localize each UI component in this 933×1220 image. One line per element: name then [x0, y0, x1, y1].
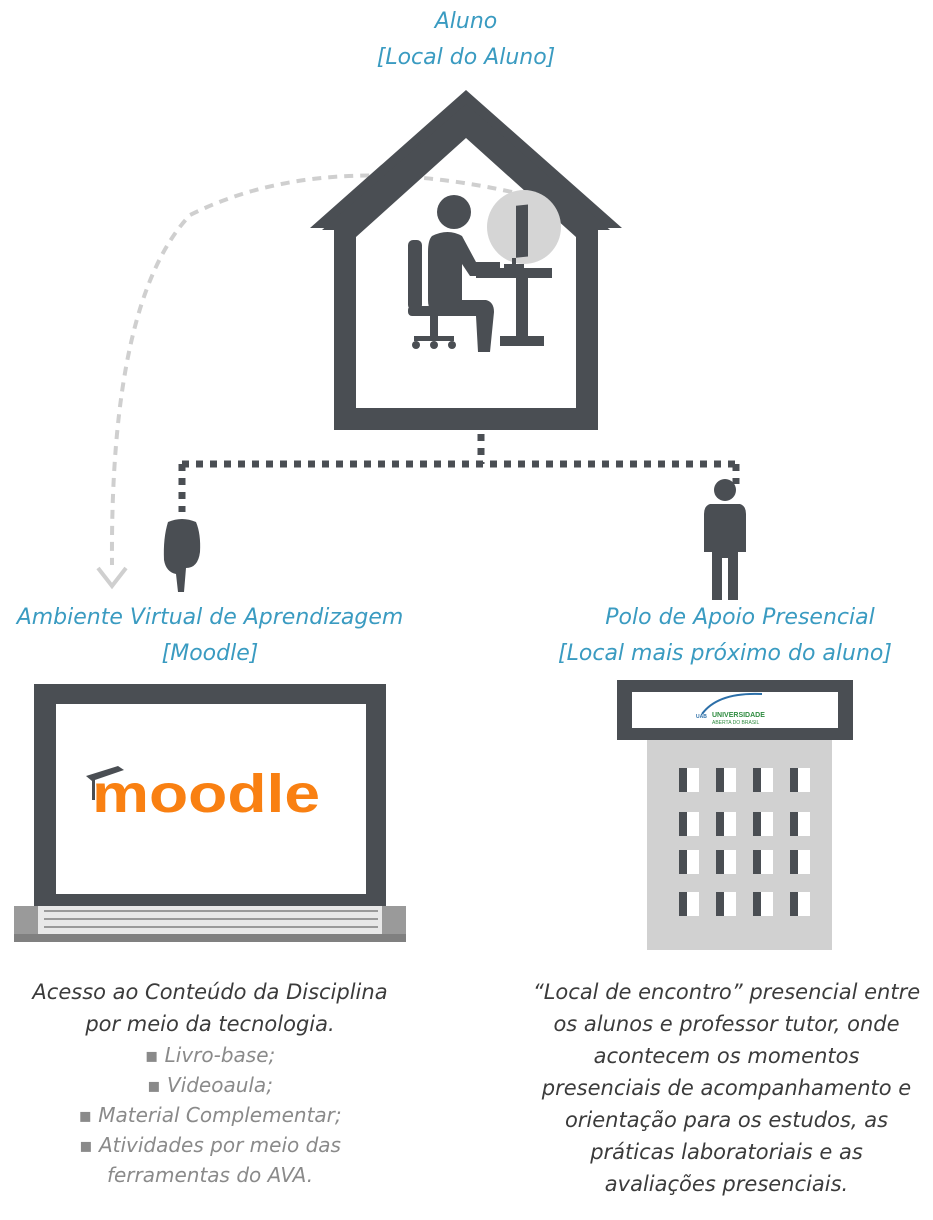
uab-sign-line1: UNIVERSIDADE — [712, 712, 765, 719]
polo-subtitle: [Local mais próximo do aluno] — [558, 641, 892, 666]
polo-description-line: presenciais de acompanhamento e — [541, 1076, 912, 1100]
ava-item: Videoaula; — [0, 1070, 420, 1100]
building-window-shade — [716, 892, 724, 916]
polo-description-line: práticas laboratoriais e as — [590, 1140, 863, 1164]
polo-description: “Local de encontro” presencial entre os … — [520, 976, 933, 1200]
building-window-shade — [790, 850, 798, 874]
laptop-screen — [56, 704, 366, 894]
polo-description-line: avaliações presenciais. — [604, 1172, 849, 1196]
polo-description-line: “Local de encontro” presencial entre — [532, 980, 921, 1004]
house-icon — [310, 90, 622, 430]
ava-subtitle: [Moodle] — [161, 641, 259, 666]
uab-logo: UAB UNIVERSIDADE ABERTA DO BRASIL — [696, 692, 765, 726]
dotted-connector — [178, 420, 740, 512]
uab-mark: UAB — [696, 714, 707, 720]
aluno-subtitle: [Local do Aluno] — [376, 45, 556, 70]
building-window-shade — [753, 850, 761, 874]
building-window-shade — [753, 812, 761, 836]
building-window-shade — [679, 892, 687, 916]
building-window-shade — [753, 892, 761, 916]
ava-title: Ambiente Virtual de Aprendizagem — [16, 605, 404, 630]
ava-item: Atividades por meio das — [0, 1130, 420, 1160]
pointing-hand-icon — [163, 519, 201, 592]
student-body-icon — [428, 232, 500, 352]
standing-person-icon — [704, 479, 746, 600]
building-window-shade — [753, 768, 761, 792]
building-window-shade — [716, 850, 724, 874]
polo-description-line: orientação para os estudos, as — [564, 1108, 889, 1132]
polo-description-line: os alunos e professor tutor, onde — [553, 1012, 900, 1036]
ava-item: ferramentas do AVA. — [106, 1163, 314, 1187]
arc-arrowhead-icon — [96, 566, 128, 590]
polo-title: Polo de Apoio Presencial — [605, 605, 875, 630]
building-window-shade — [790, 768, 798, 792]
laptop-keyboard — [44, 910, 378, 928]
chair-back-icon — [408, 240, 422, 310]
ava-item: Livro-base; — [0, 1040, 420, 1070]
ava-item: Material Complementar; — [0, 1100, 420, 1130]
building-window-shade — [790, 812, 798, 836]
polo-description-line: acontecem os momentos — [593, 1044, 860, 1068]
monitor-icon — [504, 204, 528, 268]
building-window-shade — [716, 812, 724, 836]
moodle-logo: moodle — [86, 764, 320, 824]
ava-description-line1: Acesso ao Conteúdo da Disciplina — [32, 980, 388, 1004]
student-head-icon — [437, 195, 471, 229]
moodle-logo-text: moodle — [92, 764, 320, 824]
building-window-shade — [790, 892, 798, 916]
uab-sign-line2: ABERTA DO BRASIL — [712, 720, 760, 726]
desk-icon — [476, 268, 552, 278]
building-window-shade — [679, 768, 687, 792]
building-window-shade — [679, 812, 687, 836]
mortarboard-icon — [86, 766, 124, 781]
ava-description: Acesso ao Conteúdo da Disciplina por mei… — [0, 976, 420, 1040]
building-window-shade — [679, 850, 687, 874]
building-window-shade — [716, 768, 724, 792]
building-windows — [679, 768, 810, 916]
ava-items-list: Livro-base; Videoaula; Material Compleme… — [0, 1040, 420, 1190]
ava-description-line2: por meio da tecnologia. — [85, 1012, 335, 1036]
aluno-title: Aluno — [434, 9, 498, 34]
